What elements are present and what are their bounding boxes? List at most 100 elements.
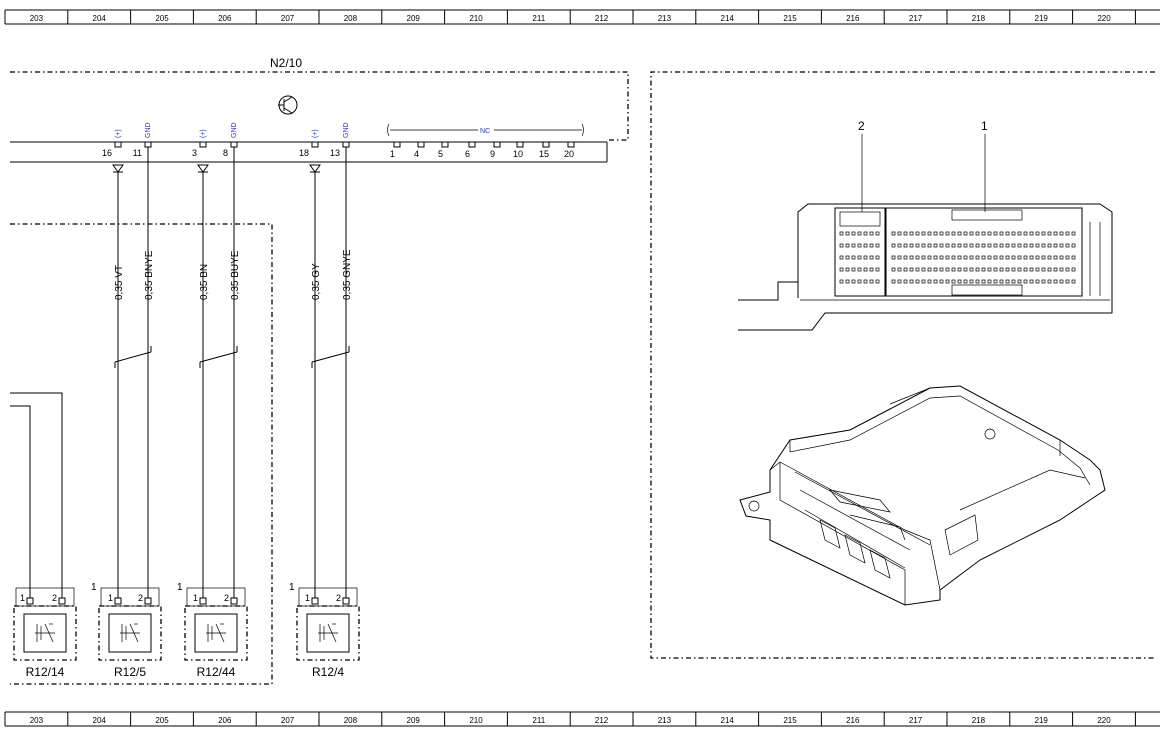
connector-pin — [993, 255, 998, 260]
connector-pin — [975, 231, 980, 236]
nc-pin-number: 20 — [564, 149, 574, 159]
connector-pin — [915, 279, 920, 284]
top-ruler-cell: 215 — [783, 14, 797, 23]
connector-pin — [903, 255, 908, 260]
connector-pin — [1041, 231, 1046, 236]
sensor-pin-number: 1 — [108, 593, 113, 603]
diode-icon — [309, 164, 321, 173]
top-ruler-cell: 206 — [218, 14, 232, 23]
connector-pin — [869, 243, 874, 248]
top-ruler-cell: 211 — [532, 14, 545, 23]
connector-pin — [891, 255, 896, 260]
connector-pin — [933, 279, 938, 284]
connector-pin — [933, 243, 938, 248]
connector-pin — [1071, 267, 1076, 272]
connector-pin — [1035, 267, 1040, 272]
sensor-icon — [318, 623, 338, 643]
sensor-pin-terminal — [58, 597, 66, 605]
connector-pin — [909, 255, 914, 260]
connector-pin — [875, 231, 880, 236]
top-ruler-cell: 210 — [469, 14, 483, 23]
connector-pin — [927, 231, 932, 236]
bottom-ruler-cell: 206 — [218, 716, 232, 725]
connector-pin — [1059, 231, 1064, 236]
nc-bracket: NC — [387, 123, 584, 137]
sensor-pin-number: 1 — [193, 593, 198, 603]
sensor-name: R12/44 — [197, 665, 236, 679]
connector-pin — [1023, 279, 1028, 284]
module-pin-number: 3 — [192, 148, 197, 158]
connector-pin — [897, 255, 902, 260]
connector-pin — [897, 231, 902, 236]
connector-pin — [851, 255, 856, 260]
top-ruler-cell: 218 — [972, 14, 986, 23]
connector-pin — [903, 267, 908, 272]
connector-pin — [963, 279, 968, 284]
connector-pin — [1047, 231, 1052, 236]
connector-pin — [975, 243, 980, 248]
connector-pin — [1029, 267, 1034, 272]
nc-pin-terminal — [493, 141, 501, 148]
connector-pin — [903, 231, 908, 236]
connector-pin — [1017, 243, 1022, 248]
connector-pin — [981, 243, 986, 248]
nc-pin-terminal — [567, 141, 575, 148]
connector-pin — [909, 243, 914, 248]
bottom-ruler-cell: 212 — [595, 716, 609, 725]
nc-pin-terminal — [542, 141, 550, 148]
nc-pin-terminal — [417, 141, 425, 148]
top-ruler-cell: 220 — [1097, 14, 1111, 23]
module-pin-signal: (+) — [115, 129, 122, 138]
connector-pin — [857, 243, 862, 248]
connector-pin — [915, 267, 920, 272]
module-pin-number: 18 — [299, 148, 309, 158]
connector-pin — [863, 231, 868, 236]
connector-pin — [1065, 243, 1070, 248]
connector-pin — [1041, 255, 1046, 260]
connector-pin — [851, 231, 856, 236]
module-pin-number: 8 — [223, 148, 228, 158]
connector-pin — [1035, 279, 1040, 284]
bottom-ruler-cell: 214 — [721, 716, 735, 725]
bottom-ruler-cell: 210 — [469, 716, 483, 725]
nc-label: NC — [480, 128, 490, 135]
connector-pin — [969, 279, 974, 284]
connector-pin — [933, 231, 938, 236]
connector-pin — [903, 243, 908, 248]
connector-pin — [933, 267, 938, 272]
connector-pin — [869, 279, 874, 284]
nc-pin-number: 5 — [438, 149, 443, 159]
connector-pin — [845, 231, 850, 236]
top-ruler-cell: 208 — [344, 14, 358, 23]
connector-pin — [987, 255, 992, 260]
sensor-pin-number: 2 — [224, 593, 229, 603]
connector-pin — [1029, 255, 1034, 260]
nc-pin-terminal — [516, 141, 524, 148]
connector-pin — [839, 255, 844, 260]
connector-pin — [927, 267, 932, 272]
connector-pin — [1053, 231, 1058, 236]
connector-pin — [869, 267, 874, 272]
connector-pin — [915, 243, 920, 248]
connector-pin — [945, 267, 950, 272]
connector-pin — [1035, 243, 1040, 248]
top-ruler-cell: 212 — [595, 14, 609, 23]
sensor-pin-terminal — [230, 597, 238, 605]
module-pin-terminal — [342, 141, 350, 148]
connector-pin — [999, 243, 1004, 248]
connector-pin — [951, 279, 956, 284]
twisted-pair-mark — [311, 351, 350, 363]
connector-pin — [1071, 255, 1076, 260]
module-pin-signal: GND — [231, 122, 238, 138]
wire-label: 0,35 BUYE — [230, 250, 241, 300]
module-pin-terminal — [144, 141, 152, 148]
connector-pin — [945, 243, 950, 248]
sensor-icon — [35, 623, 55, 643]
wire-label: 0,35 VT — [114, 265, 125, 300]
connector-pin — [921, 267, 926, 272]
connector-pin — [1041, 243, 1046, 248]
connector-pin — [975, 267, 980, 272]
module-pin-number: 13 — [330, 148, 340, 158]
